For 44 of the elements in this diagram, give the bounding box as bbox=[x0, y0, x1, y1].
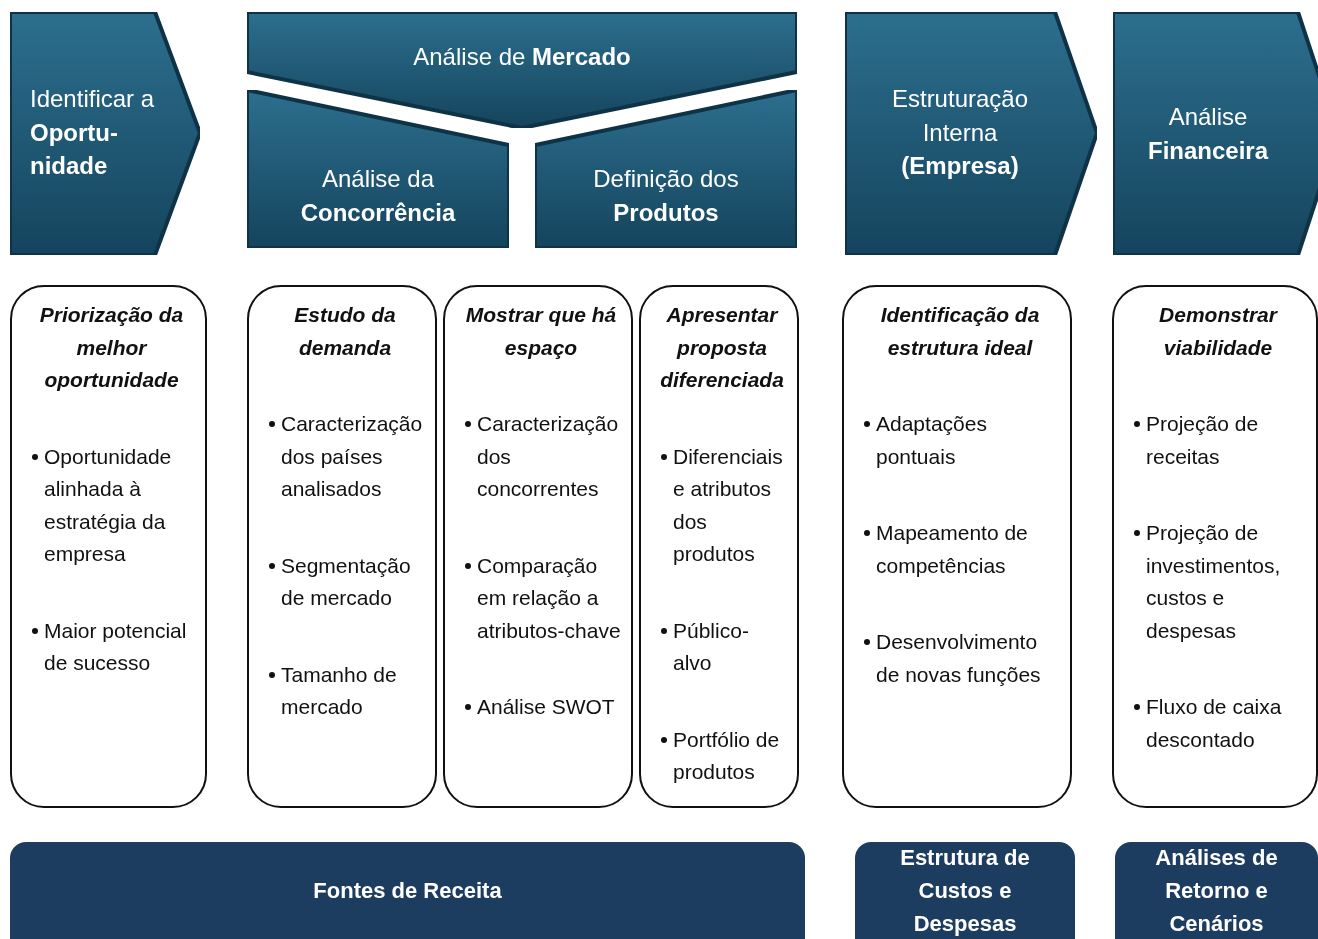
info-card bbox=[10, 285, 207, 808]
bullet-text: Comparação em relação a atributos-chave bbox=[477, 552, 621, 644]
bullet-text: Maior potencial de sucesso bbox=[44, 617, 188, 677]
result-bar: Análises de Retorno e Cenários bbox=[1115, 842, 1318, 939]
info-card bbox=[842, 285, 1072, 808]
card-heading: Apresentar proposta diferenciada bbox=[659, 302, 785, 394]
bullet-text: Adaptações pontuais bbox=[876, 411, 988, 470]
bullet-text: Caracterização dos países analisados bbox=[281, 411, 424, 503]
card-heading: Estudo da demanda bbox=[293, 302, 397, 361]
card-heading: Identificação da estrutura ideal bbox=[879, 302, 1041, 361]
step-title: Análise da Concorrência bbox=[299, 164, 457, 228]
card-heading: Priorização da melhor oportunidade bbox=[38, 302, 185, 394]
step-banner bbox=[10, 12, 200, 255]
info-card bbox=[1112, 285, 1318, 808]
bullet-text: Mapeamento de competências bbox=[876, 520, 1029, 579]
bullet-text: Caracterização dos concorrentes bbox=[477, 411, 620, 503]
step-banner bbox=[535, 90, 797, 248]
bullet-text: Análise SWOT bbox=[477, 694, 615, 721]
bullet-text: Diferenciais e atributos dos produtos bbox=[673, 443, 784, 568]
info-card bbox=[247, 285, 437, 808]
step-banner bbox=[247, 90, 509, 248]
result-bar: Estrutura de Custos e Despesas bbox=[855, 842, 1075, 939]
step-banner bbox=[1113, 12, 1318, 255]
card-heading: Demonstrar viabilidade bbox=[1158, 302, 1279, 361]
step-title: Estruturação Interna (Empresa) bbox=[890, 84, 1030, 182]
bullet-text: Segmentação de mercado bbox=[281, 552, 412, 612]
card-heading: Mostrar que há espaço bbox=[464, 302, 618, 361]
info-card bbox=[443, 285, 633, 808]
bullet-text: Projeção de receitas bbox=[1146, 411, 1260, 470]
result-bar: Fontes de Receita bbox=[10, 842, 805, 939]
bullet-text: Fluxo de caixa descontado bbox=[1146, 694, 1283, 753]
bullet-text: Tamanho de mercado bbox=[281, 661, 398, 721]
bullet-text: Desenvolvimento de novas funções bbox=[876, 629, 1042, 688]
step-title: Análise de Mercado bbox=[412, 42, 632, 72]
step-banner bbox=[845, 12, 1097, 255]
step-title: Definição dos Produtos bbox=[592, 164, 740, 228]
step-banner bbox=[247, 12, 797, 128]
bullet-text: Público-alvo bbox=[673, 617, 750, 677]
step-title: Identificar a Oportu-nidade bbox=[30, 84, 155, 182]
info-card bbox=[639, 285, 799, 808]
bullet-text: Portfólio de produtos bbox=[673, 726, 781, 786]
bullet-text: Projeção de investimentos, custos e despesas bbox=[1146, 520, 1282, 644]
bullet-text: Oportunidade alinhada à estratégia da empresa bbox=[44, 443, 173, 568]
step-title: Análise Financeira bbox=[1146, 102, 1270, 166]
